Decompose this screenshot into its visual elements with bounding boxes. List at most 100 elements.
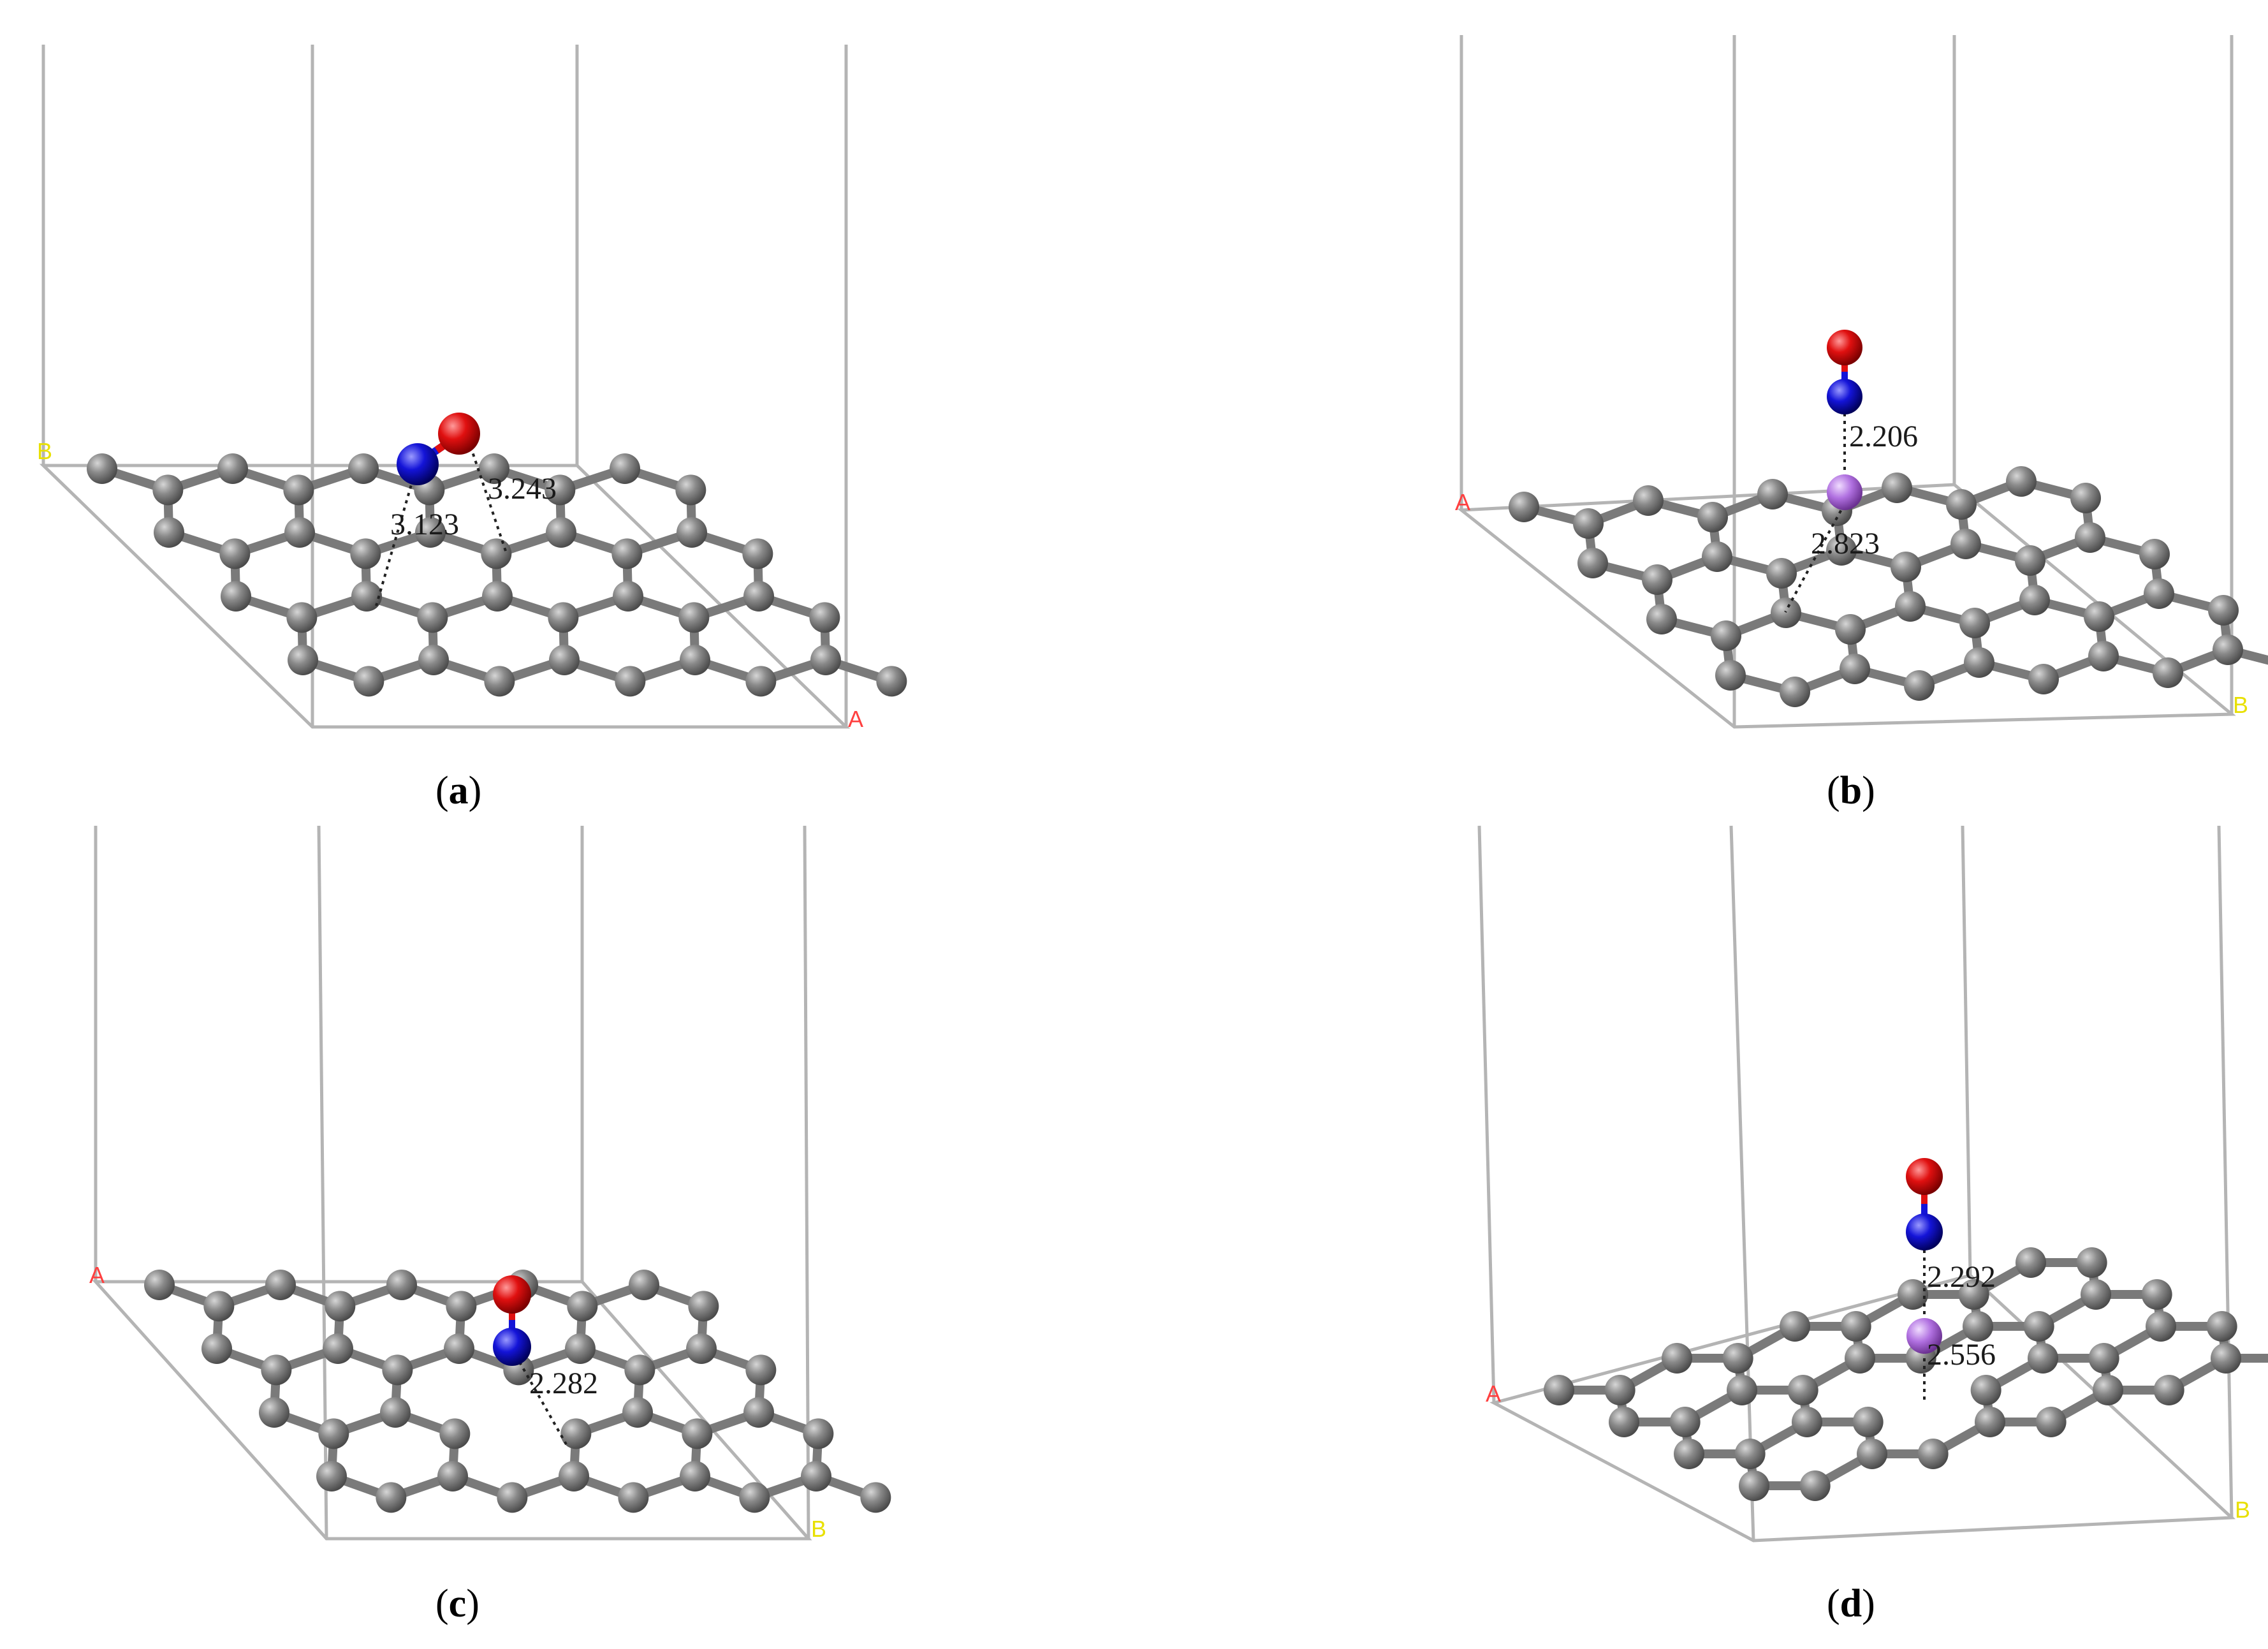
carbon-atom: [1792, 1407, 1822, 1437]
carbon-atom: [1845, 1343, 1875, 1374]
carbon-atom: [382, 1354, 413, 1386]
carbon-atom: [1722, 1343, 1753, 1374]
carbon-atom: [2035, 1407, 2067, 1437]
carbon-atom: [545, 474, 576, 506]
carbon-atom: [1697, 502, 1728, 532]
carbon-atom: [2141, 1279, 2172, 1310]
axis-label-b: B: [2233, 692, 2248, 718]
carbon-atom: [1826, 535, 1857, 566]
carbon-atom: [418, 645, 449, 675]
carbon-atom: [1577, 548, 1608, 578]
carbon-atom: [622, 1397, 653, 1428]
carbon-atom: [2153, 1375, 2184, 1405]
carbon-atom: [1780, 677, 1810, 707]
carbon-atom: [1963, 1311, 1993, 1342]
carbon-atom: [678, 602, 710, 633]
oxygen-atom: [493, 1275, 531, 1314]
carbon-atom: [745, 1354, 777, 1386]
carbon-atom: [548, 602, 579, 633]
distance-label: 2.823: [1811, 527, 1880, 561]
panel-caption-b: (b): [1827, 769, 1875, 812]
carbon-atom: [154, 517, 184, 548]
carbon-atom: [1633, 485, 1664, 516]
carbon-atom: [565, 1333, 596, 1364]
carbon-atom: [2028, 664, 2059, 694]
carbon-atom: [1715, 660, 1746, 691]
distance-lines-b: [1784, 413, 1846, 613]
graphene-sheet-a: [87, 453, 907, 697]
carbon-atom: [680, 1461, 710, 1491]
panel-c: 2.282 A B: [89, 825, 891, 1542]
dopant-atom: [1906, 1318, 1942, 1354]
carbon-atom: [203, 1291, 235, 1322]
carbon-atom: [386, 1270, 417, 1300]
carbon-atom: [680, 645, 710, 675]
axis-label-a: A: [1486, 1381, 1501, 1407]
carbon-atom: [688, 1291, 719, 1322]
panel-caption-c: (c): [435, 1582, 479, 1625]
carbon-atom: [283, 474, 314, 506]
carbon-atom: [481, 538, 512, 569]
carbon-atom: [325, 1291, 356, 1322]
distance-label: 2.282: [529, 1367, 598, 1400]
carbon-atom: [437, 1461, 468, 1491]
carbon-atom: [1964, 647, 1994, 678]
carbon-atom: [1857, 1439, 1887, 1469]
carbon-atom: [284, 517, 315, 548]
carbon-atom: [2146, 1311, 2176, 1342]
carbon-atom: [560, 1418, 592, 1449]
carbon-atom: [1739, 1470, 1769, 1501]
carbon-atom: [201, 1333, 232, 1364]
carbon-atom: [686, 1333, 717, 1364]
carbon-atom: [1674, 1439, 1704, 1469]
carbon-atom: [217, 453, 248, 484]
carbon-atom: [567, 1291, 598, 1322]
carbon-atom: [2213, 634, 2243, 665]
carbon-atom: [1604, 1375, 1635, 1405]
oxygen-atom: [1827, 330, 1862, 365]
carbon-atom: [376, 1482, 407, 1513]
carbon-atom: [265, 1270, 296, 1300]
carbon-atom: [739, 1482, 770, 1513]
carbon-atom: [1544, 1375, 1574, 1405]
carbon-atom: [1799, 1470, 1831, 1501]
carbon-atom: [2076, 1247, 2107, 1278]
carbon-atom: [1895, 591, 1926, 622]
axis-label-a: A: [848, 706, 863, 732]
distance-label: 2.206: [1849, 420, 1918, 453]
carbon-atom: [618, 1482, 649, 1513]
carbon-atom: [2015, 545, 2045, 576]
carbon-atom: [1898, 1279, 1928, 1310]
carbon-atom: [2208, 595, 2239, 626]
carbon-atom: [1904, 670, 1935, 701]
nitrogen-atom: [1906, 1213, 1943, 1250]
carbon-atom: [2144, 578, 2174, 609]
carbon-atom: [1642, 564, 1672, 595]
carbon-atom: [1669, 1407, 1701, 1437]
carbon-atom: [682, 1418, 713, 1449]
carbon-atom: [479, 453, 509, 484]
carbon-atom: [801, 1461, 831, 1491]
carbon-atom: [439, 1418, 471, 1449]
carbon-atom: [743, 581, 774, 612]
carbon-atom: [1771, 597, 1801, 628]
carbon-atom: [1917, 1439, 1949, 1469]
carbon-atom: [286, 602, 318, 633]
carbon-atom: [810, 645, 841, 675]
carbon-atom: [1840, 654, 1870, 684]
nitrogen-atom: [1827, 379, 1862, 414]
carbon-atom: [152, 474, 184, 506]
panel-letter: d: [1840, 1582, 1862, 1625]
carbon-atom: [745, 666, 777, 697]
panel-letter: a: [448, 769, 469, 812]
panel-caption-a: (a): [435, 769, 482, 812]
carbon-atom: [2075, 522, 2105, 553]
carbon-atom: [1852, 1407, 1884, 1437]
carbon-atom: [615, 666, 646, 697]
carbon-atom: [610, 453, 640, 484]
axis-label-b: B: [811, 1516, 826, 1542]
carbon-atom: [316, 1461, 347, 1491]
carbon-atom: [2093, 1375, 2123, 1405]
dopant-atom: [1827, 474, 1862, 510]
